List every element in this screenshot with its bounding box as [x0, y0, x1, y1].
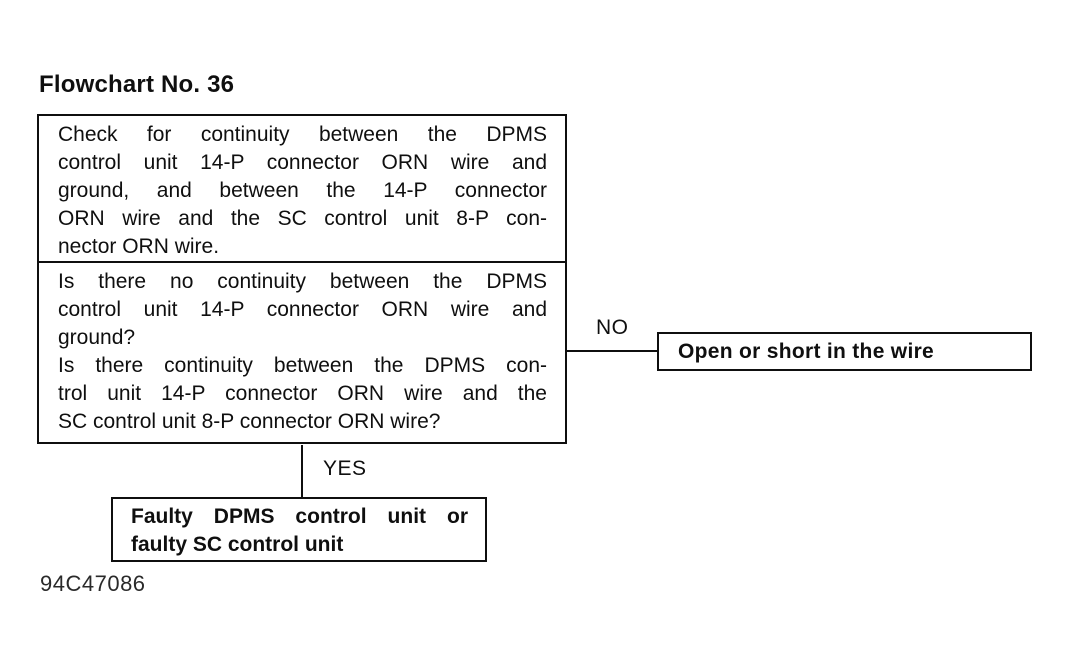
page-title: Flowchart No. 36 — [39, 71, 235, 98]
result-faulty-unit-box: Faulty DPMS control unit or faulty SC co… — [111, 497, 487, 562]
step-text-line: nector ORN wire. — [58, 235, 220, 258]
flowchart-main-box: Check for continuity between the DPMS co… — [37, 114, 567, 444]
result-faulty-line: Faulty DPMS control unit or — [131, 505, 468, 528]
step-text-line: control unit 14-P connector ORN wire and — [58, 151, 547, 174]
question-text-line: Is there no continuity between the DPMS — [58, 270, 547, 293]
decision-question: Is there no continuity between the DPMS … — [39, 263, 565, 442]
question-text-line: ground? — [58, 326, 136, 349]
question-text-line: trol unit 14-P connector ORN wire and th… — [58, 382, 547, 405]
question-text-line: SC control unit 8-P connector ORN wire? — [58, 410, 441, 433]
question-text-line: control unit 14-P connector ORN wire and — [58, 298, 547, 321]
yes-branch-label: YES — [323, 457, 367, 480]
result-open-short-text: Open or short in the wire — [678, 339, 935, 363]
step-text-line: ground, and between the 14-P connector — [58, 179, 547, 202]
no-branch-label: NO — [596, 316, 629, 339]
result-faulty-line: faulty SC control unit — [131, 533, 344, 556]
step-text-line: Check for continuity between the DPMS — [58, 123, 547, 146]
step-check-continuity: Check for continuity between the DPMS co… — [39, 116, 565, 263]
connector-no-line — [567, 350, 657, 352]
question-text-line: Is there continuity between the DPMS con… — [58, 354, 547, 377]
result-open-short-box: Open or short in the wire — [657, 332, 1032, 371]
step-text-line: ORN wire and the SC control unit 8-P con… — [58, 207, 547, 230]
connector-yes-line — [301, 445, 303, 497]
document-code: 94C47086 — [40, 571, 146, 596]
